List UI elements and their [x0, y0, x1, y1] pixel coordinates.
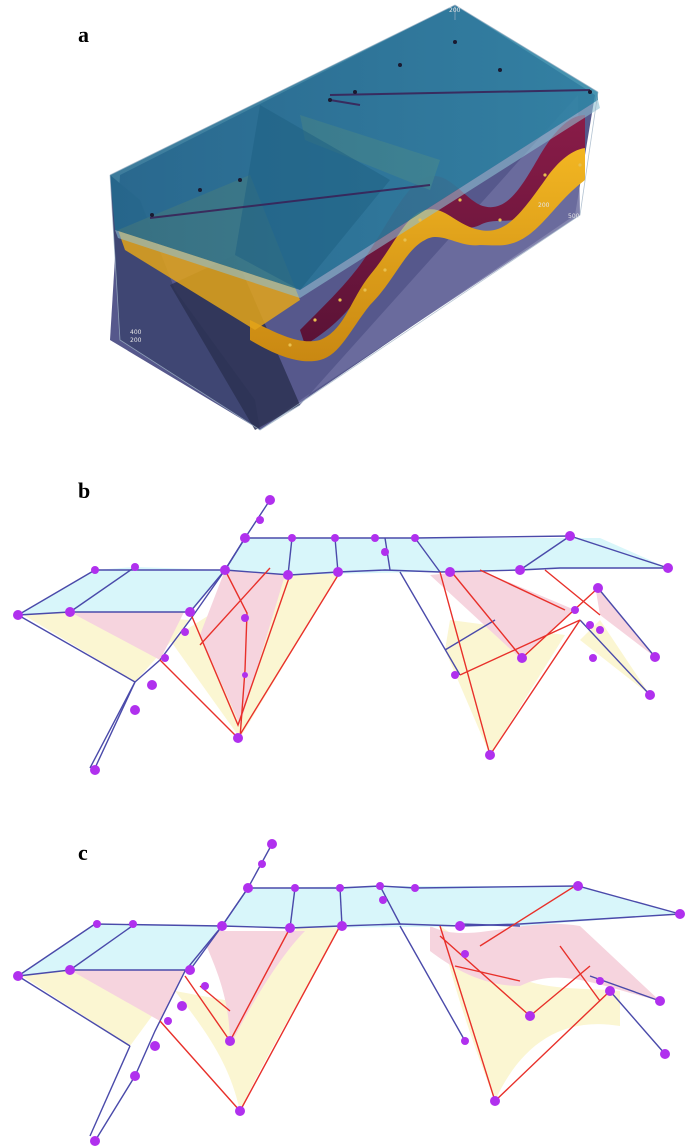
edges-red-b — [159, 567, 601, 757]
block-top-anticline-ridge — [235, 105, 390, 290]
panel-b: b — [0, 470, 685, 800]
faces-cyan-c — [18, 886, 680, 976]
fault-network-c — [13, 839, 685, 1146]
panel-label-c: c — [78, 840, 88, 865]
faces-cyan-b — [18, 538, 668, 615]
edges-blue-b — [17, 499, 669, 769]
tick-label: 400 — [130, 329, 142, 336]
block-top-slab — [110, 5, 598, 290]
block-top-front-edge — [115, 100, 600, 298]
panel-label-a: a — [78, 22, 89, 47]
layer-trace-lines — [149, 89, 591, 219]
fold-surface-dark — [300, 115, 585, 345]
edges-blue-c — [17, 843, 681, 1142]
panel-label-b: b — [78, 478, 91, 503]
control-points-gold — [288, 163, 582, 347]
tick-label: 200 — [449, 7, 461, 14]
nodes-b — [13, 495, 673, 775]
nodes-c — [13, 839, 685, 1146]
block-inner-shadow — [170, 255, 300, 430]
control-points-a — [150, 40, 592, 217]
block-edges — [109, 4, 599, 431]
fold-surface-bright — [250, 148, 585, 362]
panel-a: a — [0, 0, 685, 440]
block-model-3d: 200 500 200 400 200 — [109, 4, 600, 431]
tick-label: 200 — [130, 337, 142, 344]
panel-c: c — [0, 836, 685, 1148]
tick-label: 500 — [568, 213, 580, 220]
tick-label: 200 — [538, 202, 550, 209]
fault-network-b — [13, 495, 673, 775]
